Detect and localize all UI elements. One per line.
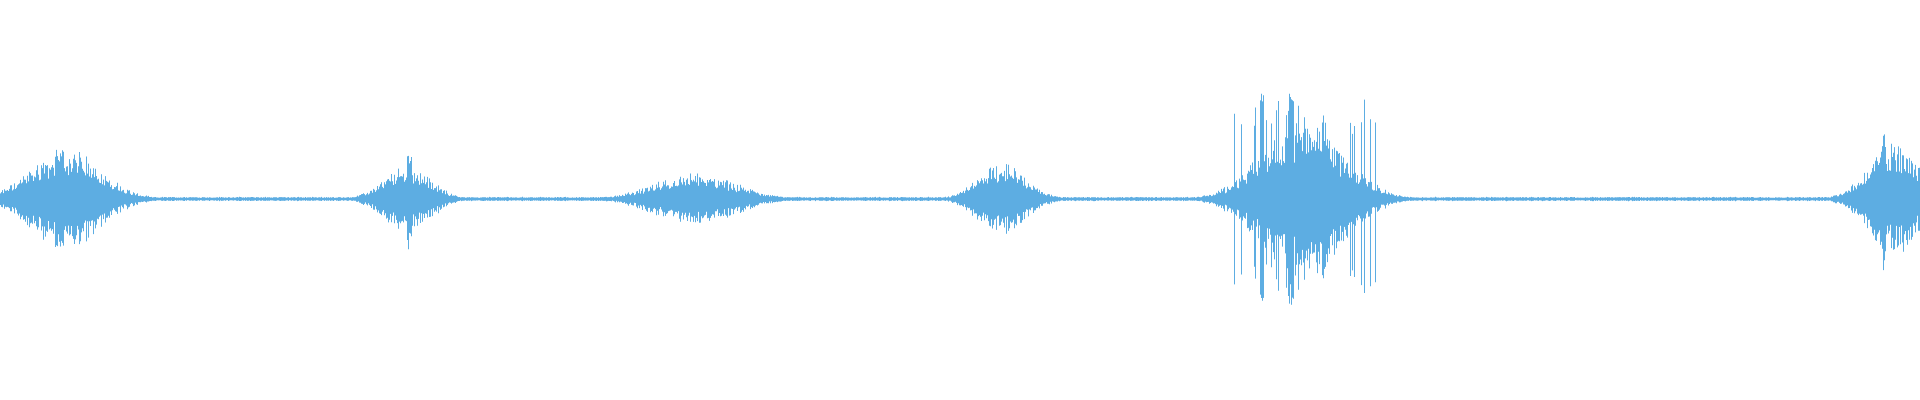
waveform-envelope [0, 93, 1920, 305]
